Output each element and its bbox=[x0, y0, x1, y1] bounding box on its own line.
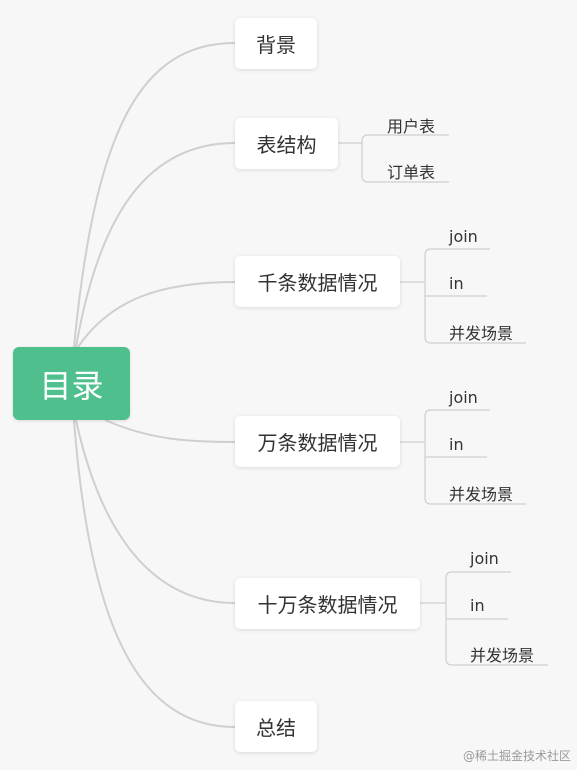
leaf-ten-thousand-join[interactable]: join bbox=[449, 388, 478, 407]
watermark: @稀土掘金技术社区 bbox=[462, 749, 571, 763]
branch-ten-thousand-records[interactable]: 万条数据情况 bbox=[235, 416, 400, 467]
branch-table-schema[interactable]: 表结构 bbox=[235, 118, 338, 169]
connector-schema bbox=[75, 142, 236, 348]
leaf-thousand-join[interactable]: join bbox=[449, 227, 478, 246]
branch-summary[interactable]: 总结 bbox=[235, 701, 317, 752]
connector-ten-thousand bbox=[104, 419, 236, 443]
leaf-hundred-thousand-in[interactable]: in bbox=[470, 596, 485, 615]
leaf-thousand-in[interactable]: in bbox=[449, 274, 464, 293]
leaf-thousand-concurrency[interactable]: 并发场景 bbox=[449, 324, 514, 343]
branch-thousand-records[interactable]: 千条数据情况 bbox=[235, 256, 400, 307]
branch-background[interactable]: 背景 bbox=[235, 18, 317, 69]
leaf-users-table[interactable]: 用户表 bbox=[387, 117, 436, 136]
leaf-ten-thousand-concurrency[interactable]: 并发场景 bbox=[449, 485, 514, 504]
leaf-hundred-thousand-concurrency[interactable]: 并发场景 bbox=[470, 646, 535, 665]
connector-hundred-thousand-children bbox=[420, 571, 548, 666]
connector-thousand-children bbox=[400, 248, 526, 344]
leaf-orders-table[interactable]: 订单表 bbox=[387, 163, 436, 182]
connector-summary bbox=[73, 419, 236, 728]
root-node[interactable]: 目录 bbox=[13, 347, 130, 420]
connector-schema-children bbox=[338, 134, 449, 183]
leaf-ten-thousand-in[interactable]: in bbox=[449, 435, 464, 454]
connector-background bbox=[73, 42, 236, 348]
connector-thousand bbox=[77, 281, 236, 348]
connector-ten-thousand-children bbox=[400, 409, 526, 505]
connector-hundred-thousand bbox=[75, 419, 236, 604]
branch-hundred-thousand-records[interactable]: 十万条数据情况 bbox=[235, 578, 420, 629]
leaf-hundred-thousand-join[interactable]: join bbox=[470, 549, 499, 568]
